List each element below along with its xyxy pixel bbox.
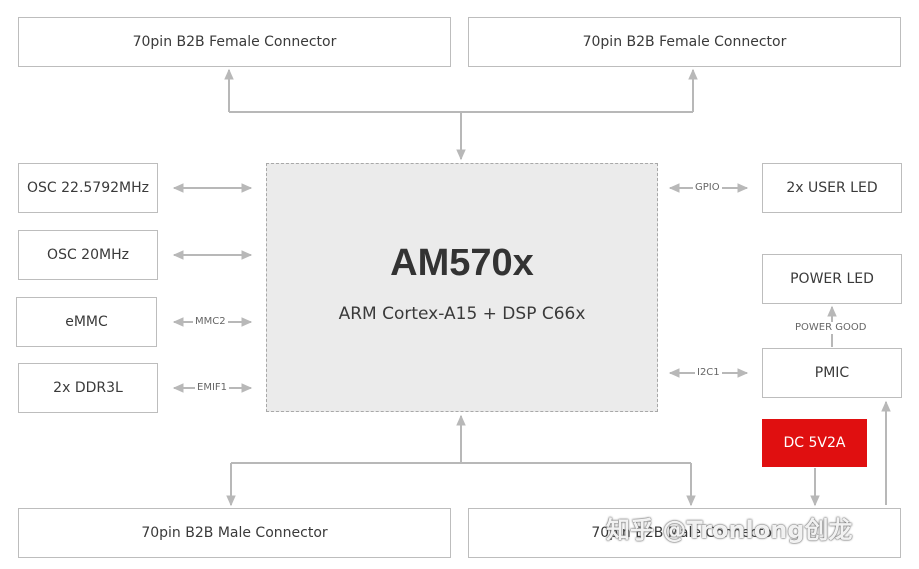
mmc-bus-label: MMC2 <box>193 316 228 328</box>
power-led-block: POWER LED <box>762 254 902 304</box>
i2c-bus-label: I2C1 <box>695 367 722 379</box>
soc-description: ARM Cortex-A15 + DSP C66x <box>338 304 586 324</box>
emif-bus-label: EMIF1 <box>195 382 230 394</box>
osc-20-label: OSC 20MHz <box>47 247 129 263</box>
gpio-bus-label: GPIO <box>693 182 722 194</box>
bottom-left-male-connector-label: 70pin B2B Male Connector <box>141 525 328 541</box>
soc-name: AM570x <box>390 242 534 284</box>
emmc-label: eMMC <box>65 314 108 330</box>
ddr-block: 2x DDR3L <box>18 363 158 413</box>
dc-power-input-block: DC 5V2A <box>762 419 867 467</box>
osc-20-block: OSC 20MHz <box>18 230 158 280</box>
power-led-label: POWER LED <box>790 271 874 287</box>
user-led-block: 2x USER LED <box>762 163 902 213</box>
user-led-label: 2x USER LED <box>786 180 878 196</box>
bottom-right-male-connector-label: 70pin B2B Male Connector <box>591 525 778 541</box>
emmc-block: eMMC <box>16 297 157 347</box>
pmic-label: PMIC <box>814 365 850 381</box>
watermark: 知乎 @Tronlong创龙 <box>606 516 853 544</box>
top-left-female-connector: 70pin B2B Female Connector <box>18 17 451 67</box>
osc-22-block: OSC 22.5792MHz <box>18 163 158 213</box>
ddr-label: 2x DDR3L <box>53 380 123 396</box>
top-left-female-connector-label: 70pin B2B Female Connector <box>132 34 337 50</box>
bottom-left-male-connector: 70pin B2B Male Connector <box>18 508 451 558</box>
top-right-female-connector-label: 70pin B2B Female Connector <box>582 34 787 50</box>
dc-power-input-label: DC 5V2A <box>783 435 846 451</box>
power-good-label: POWER GOOD <box>793 322 869 334</box>
pmic-block: PMIC <box>762 348 902 398</box>
osc-22-label: OSC 22.5792MHz <box>27 180 149 196</box>
bottom-right-male-connector: 70pin B2B Male Connector <box>468 508 901 558</box>
soc-block: AM570x ARM Cortex-A15 + DSP C66x <box>266 163 658 412</box>
top-right-female-connector: 70pin B2B Female Connector <box>468 17 901 67</box>
